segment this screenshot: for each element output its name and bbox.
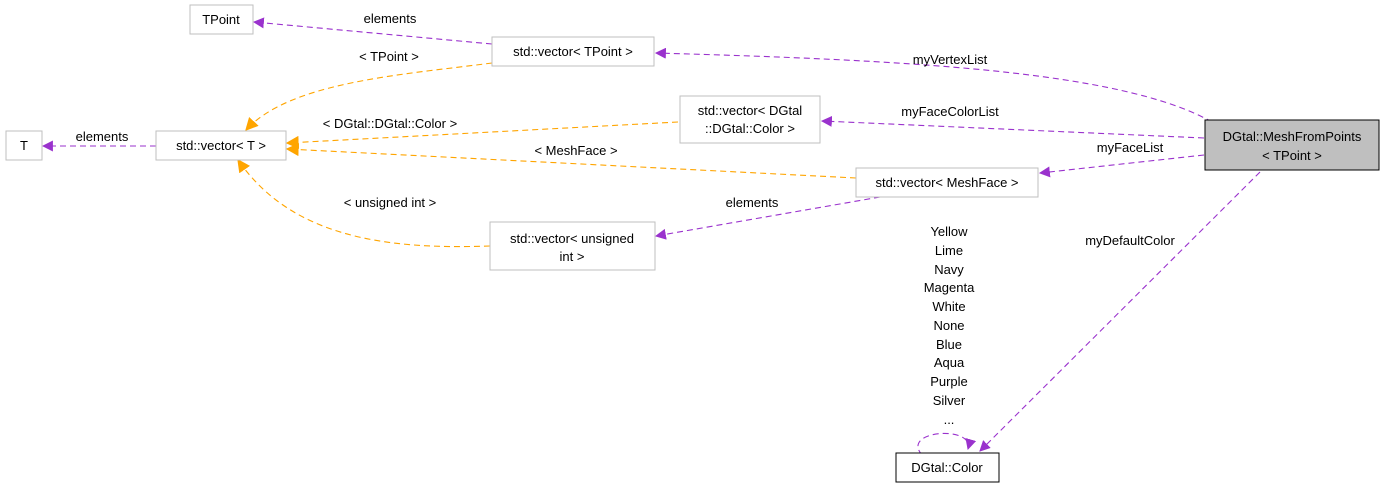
label-color-statics: Yellow Lime Navy Magenta White None Blue… [924, 224, 975, 427]
color-static-label: Silver [933, 393, 966, 408]
node-vector-color[interactable]: std::vector< DGtal ::DGtal::Color > [679, 95, 821, 144]
label-my-vertex-list: myVertexList [913, 52, 988, 67]
node-vector-unsigned-int[interactable]: std::vector< unsigned int > [489, 221, 656, 271]
node-vector-meshface[interactable]: std::vector< MeshFace > [855, 167, 1039, 198]
node-t[interactable]: T [5, 130, 43, 161]
label-tpoint-instance: < TPoint > [359, 49, 419, 64]
node-tpoint[interactable]: TPoint [189, 4, 254, 35]
color-static-label: None [933, 318, 964, 333]
node-label: int > [560, 249, 585, 264]
node-label: T [20, 138, 28, 153]
label-vector-tpoint-elements: elements [364, 11, 417, 26]
node-box [855, 167, 1039, 198]
edge-color-self-loop [917, 432, 977, 456]
edge-my-vertex-list [654, 47, 1213, 123]
edge-uint-elements [654, 196, 881, 240]
edge-meshface-instance [285, 143, 857, 179]
node-box [189, 4, 254, 35]
node-dgtal-color[interactable]: DGtal::Color [895, 452, 1000, 483]
label-color-instance: < DGtal::DGtal::Color > [323, 116, 457, 131]
color-static-label: Yellow [930, 224, 968, 239]
node-box [1204, 119, 1380, 171]
edge-labels: elements elements < TPoint > < DGtal::DG… [76, 11, 1176, 427]
label-vector-t-elements: elements [76, 129, 129, 144]
node-mesh-from-points[interactable]: DGtal::MeshFromPoints < TPoint > [1204, 119, 1380, 171]
node-box [679, 95, 821, 144]
edge-color-instance [285, 121, 679, 149]
node-label: std::vector< T > [176, 138, 266, 153]
node-label: std::vector< MeshFace > [875, 175, 1018, 190]
edge-my-default-color [979, 171, 1261, 452]
label-my-face-color-list: myFaceColorList [901, 104, 999, 119]
node-vector-t[interactable]: std::vector< T > [155, 130, 287, 161]
label-uint-elements: elements [726, 195, 779, 210]
edge-my-face-list [1038, 154, 1205, 178]
color-static-label: ... [944, 412, 955, 427]
node-vector-tpoint[interactable]: std::vector< TPoint > [491, 36, 655, 67]
color-static-label: White [932, 299, 965, 314]
node-label: TPoint [202, 12, 240, 27]
node-label: ::DGtal::Color > [705, 121, 795, 136]
node-label: < TPoint > [1262, 148, 1322, 163]
label-uint-instance: < unsigned int > [344, 195, 437, 210]
color-static-label: Lime [935, 243, 963, 258]
color-static-label: Purple [930, 374, 968, 389]
node-box [491, 36, 655, 67]
node-label: DGtal::Color [911, 460, 983, 475]
node-label: DGtal::MeshFromPoints [1223, 129, 1362, 144]
label-my-face-list: myFaceList [1097, 140, 1164, 155]
node-box [489, 221, 656, 271]
node-label: std::vector< DGtal [698, 103, 803, 118]
color-static-label: Blue [936, 337, 962, 352]
node-label: std::vector< TPoint > [513, 44, 633, 59]
edge-tpoint-instance [245, 62, 493, 131]
edge-my-face-color-list [820, 115, 1205, 139]
node-label: std::vector< unsigned [510, 231, 634, 246]
label-my-default-color: myDefaultColor [1085, 233, 1175, 248]
edge-uint-instance [237, 158, 491, 248]
color-static-label: Navy [934, 262, 964, 277]
edges [41, 17, 1261, 456]
label-meshface-instance: < MeshFace > [534, 143, 617, 158]
color-static-label: Aqua [934, 355, 965, 370]
node-box [895, 452, 1000, 483]
node-box [5, 130, 43, 161]
color-static-label: Magenta [924, 280, 975, 295]
node-box [155, 130, 287, 161]
